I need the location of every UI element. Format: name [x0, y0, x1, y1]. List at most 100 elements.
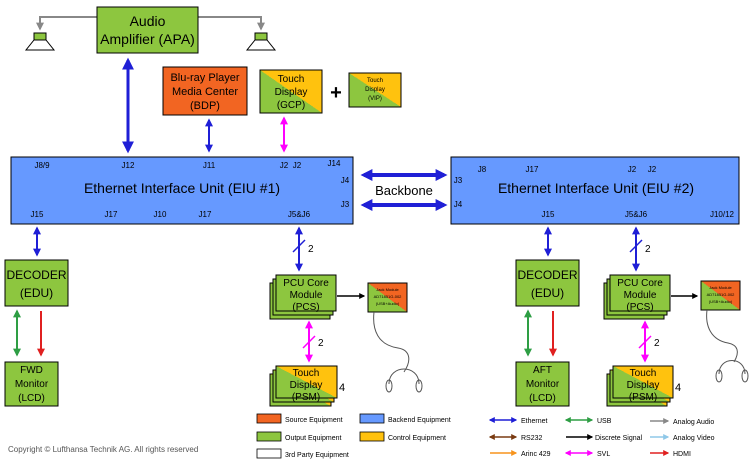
svg-text:Display: Display [627, 380, 660, 391]
svg-text:(EDU): (EDU) [531, 286, 564, 300]
legend-swatch-backend [359, 413, 385, 424]
svg-text:(USB+Audio): (USB+Audio) [709, 299, 733, 304]
bus-slash-psm1 [302, 335, 316, 349]
legend-label-source: Source Equipment [285, 417, 343, 424]
decoder-edu2-box[interactable]: DECODER (EDU) [515, 259, 580, 307]
pcu-core-module-pcs2-box[interactable]: PCU Core Module (PCS) [603, 274, 671, 320]
pcu-core-module-pcs1-box[interactable]: PCU Core Module (PCS) [269, 274, 337, 320]
legend-label-discrete: Discrete Signal [595, 435, 643, 442]
jack-module-1-box[interactable]: Jack Module AD71851G-002 (USB+Audio) [367, 282, 408, 313]
svg-text:(LCD): (LCD) [529, 393, 556, 404]
touch-display-psm2-box[interactable]: Touch Display (PSM) [606, 365, 674, 407]
bus-slash-psm2 [638, 335, 652, 349]
legend-equipment: Source Equipment Backend Equipment Outpu… [256, 413, 451, 459]
legend-label-analog-audio: Analog Audio [673, 419, 714, 426]
stack-count-psm2: 4 [675, 382, 681, 394]
svg-text:(EDU): (EDU) [20, 286, 53, 300]
bus-count-pcs1: 2 [308, 244, 314, 255]
svg-text:DECODER: DECODER [6, 268, 66, 282]
bus-count-pcs2: 2 [645, 244, 651, 255]
eiu2-port-j1012: J10/12 [710, 210, 735, 219]
legend-label-control: Control Equipment [388, 435, 446, 442]
legend-label-arinc: Arinc 429 [521, 451, 551, 458]
eiu2-port-j2a: J2 [628, 165, 637, 174]
speaker-right-icon [245, 32, 277, 51]
eiu2-port-j17: J17 [526, 165, 539, 174]
eiu1-port-j56: J5&J6 [288, 210, 311, 219]
backbone-label: Backbone [375, 183, 433, 198]
legend-label-usb: USB [597, 418, 612, 425]
eiu1-port-j3: J3 [341, 200, 350, 209]
eiu1-port-j12: J12 [122, 161, 135, 170]
svg-text:AD71851G-002: AD71851G-002 [374, 294, 403, 299]
legend-label-rs232: RS232 [521, 435, 543, 442]
svg-text:(VIP): (VIP) [368, 96, 382, 102]
eiu1-port-j89: J8/9 [34, 161, 50, 170]
svg-text:FWD: FWD [20, 365, 43, 376]
eiu2-box[interactable]: Ethernet Interface Unit (EIU #2) J8 J17 … [450, 156, 740, 225]
speaker-left-icon [24, 32, 56, 51]
legend-signals: Ethernet USB Analog Audio RS232 Discrete… [488, 417, 715, 458]
decoder-edu1-box[interactable]: DECODER (EDU) [4, 259, 69, 307]
eiu2-port-j4: J4 [454, 200, 463, 209]
svg-text:(GCP): (GCP) [277, 100, 305, 111]
legend-swatch-output [256, 431, 282, 442]
svg-text:PCU Core: PCU Core [617, 278, 663, 289]
eiu1-port-j2b: J2 [293, 161, 302, 170]
svg-text:Audio: Audio [130, 13, 166, 29]
svg-text:(PCS): (PCS) [626, 302, 653, 313]
svg-text:Jack Module: Jack Module [709, 285, 732, 290]
blu-ray-player-box[interactable]: Blu-ray Player Media Center (BDP) [162, 66, 248, 116]
svg-text:(LCD): (LCD) [18, 393, 45, 404]
stack-count-psm1: 4 [339, 382, 345, 394]
eiu1-port-j15: J15 [31, 210, 44, 219]
legend-label-backend: Backend Equipment [388, 417, 451, 424]
legend-label-analog-video: Analog Video [673, 435, 715, 442]
touch-display-vip-box[interactable]: Touch Display (VIP) [348, 72, 402, 108]
eiu1-box[interactable]: Ethernet Interface Unit (EIU #1) J8/9 J1… [10, 156, 354, 225]
headphones-1-icon [373, 311, 423, 393]
legend-label-third-party: 3rd Party Equipment [285, 452, 349, 459]
legend-swatch-source [256, 413, 282, 424]
legend-swatch-control [359, 431, 385, 442]
svg-text:(PSM): (PSM) [629, 392, 657, 403]
svg-text:Touch: Touch [630, 368, 657, 379]
touch-display-gcp-box[interactable]: Touch Display (GCP) [259, 69, 323, 114]
svg-text:Media Center: Media Center [172, 86, 238, 98]
bus-count-psm2: 2 [654, 338, 660, 349]
svg-text:AD71851G-002: AD71851G-002 [707, 292, 736, 297]
svg-text:Ethernet Interface Unit (EIU #: Ethernet Interface Unit (EIU #1) [84, 180, 280, 196]
svg-text:(PCS): (PCS) [292, 302, 319, 313]
svg-text:PCU Core: PCU Core [283, 278, 329, 289]
svg-text:Display: Display [275, 87, 308, 98]
bus-slash-pcs2 [629, 239, 643, 253]
svg-text:Touch: Touch [293, 368, 320, 379]
aft-monitor-box[interactable]: AFT Monitor (LCD) [515, 361, 570, 407]
svg-text:(BDP): (BDP) [190, 100, 220, 112]
audio-amplifier-box[interactable]: Audio Amplifier (APA) [96, 6, 199, 54]
copyright-text: Copyright © Lufthansa Technik AG. All ri… [8, 445, 198, 454]
legend-label-ethernet: Ethernet [521, 418, 548, 425]
svg-text:Touch: Touch [278, 74, 305, 85]
svg-text:Touch: Touch [367, 78, 383, 84]
eiu2-port-j2b: J2 [648, 165, 657, 174]
analog-audio-link-right [198, 16, 265, 31]
eiu2-port-j3: J3 [454, 176, 463, 185]
eiu1-port-j17a: J17 [105, 210, 118, 219]
svg-text:Monitor: Monitor [15, 379, 49, 390]
svg-text:Module: Module [290, 290, 323, 301]
eiu1-port-j14: J14 [328, 159, 341, 168]
eiu1-port-j11: J11 [203, 161, 216, 170]
jack-module-2-box[interactable]: Jack Module AD71851G-002 (USB+Audio) [700, 280, 741, 311]
bus-count-psm1: 2 [318, 338, 324, 349]
eiu1-port-j2a: J2 [280, 161, 289, 170]
svg-text:Display: Display [365, 87, 385, 93]
svg-text:Jack Module: Jack Module [376, 287, 399, 292]
eiu2-port-j56: J5&J6 [625, 210, 648, 219]
eiu1-port-j17b: J17 [199, 210, 212, 219]
svg-text:Amplifier (APA): Amplifier (APA) [100, 31, 195, 47]
legend-label-output: Output Equipment [285, 435, 341, 442]
fwd-monitor-box[interactable]: FWD Monitor (LCD) [4, 361, 59, 407]
touch-display-psm1-box[interactable]: Touch Display (PSM) [269, 365, 338, 407]
